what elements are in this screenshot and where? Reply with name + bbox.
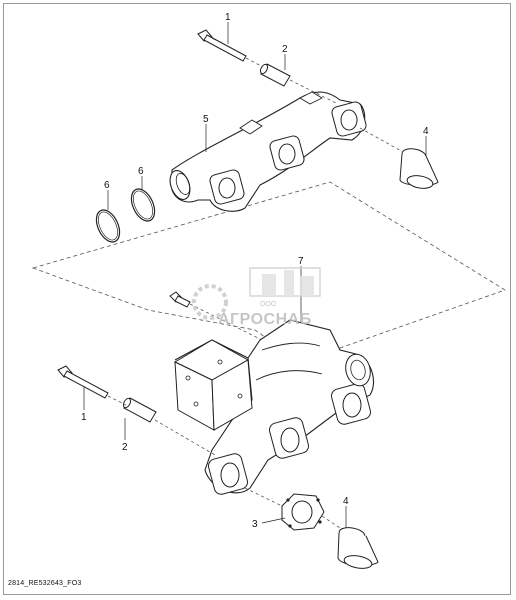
watermark-logo: ООО АГРОСНАБ	[192, 267, 321, 328]
callout-6-left: 6	[104, 180, 110, 191]
bottom-cap-sleeve[interactable]	[337, 526, 379, 571]
drawing-frame	[3, 3, 511, 595]
callout-1-bottom: 1	[81, 412, 87, 423]
callout-2-top: 2	[282, 44, 288, 55]
drawing-code: 2814_RE532643_FO3	[8, 580, 82, 587]
callout-1-top: 1	[225, 12, 231, 23]
assembly-dashed-outline	[31, 181, 506, 363]
leader-lines	[83, 22, 427, 528]
callout-3: 3	[252, 519, 258, 530]
callout-4-top: 4	[423, 126, 429, 137]
watermark-brand: АГРОСНАБ	[218, 311, 312, 328]
callout-5: 5	[203, 114, 209, 125]
top-cap-sleeve[interactable]	[399, 147, 439, 190]
callout-6-right: 6	[138, 166, 144, 177]
callout-4-bottom: 4	[343, 496, 349, 507]
top-exhaust-manifold[interactable]	[166, 91, 367, 212]
bottom-exhaust-manifold[interactable]	[173, 319, 374, 496]
seal-ring-left[interactable]	[92, 206, 124, 245]
callout-2-bottom: 2	[122, 442, 128, 453]
seal-ring-right[interactable]	[127, 185, 159, 224]
watermark-prefix: ООО	[260, 301, 277, 308]
small-bolt[interactable]	[169, 291, 191, 308]
callout-7: 7	[298, 256, 304, 267]
bottom-bolt[interactable]	[57, 365, 109, 399]
bottom-sleeve[interactable]	[122, 397, 157, 423]
top-bolt[interactable]	[197, 29, 247, 62]
top-sleeve[interactable]	[259, 63, 291, 87]
gasket[interactable]	[281, 493, 325, 531]
